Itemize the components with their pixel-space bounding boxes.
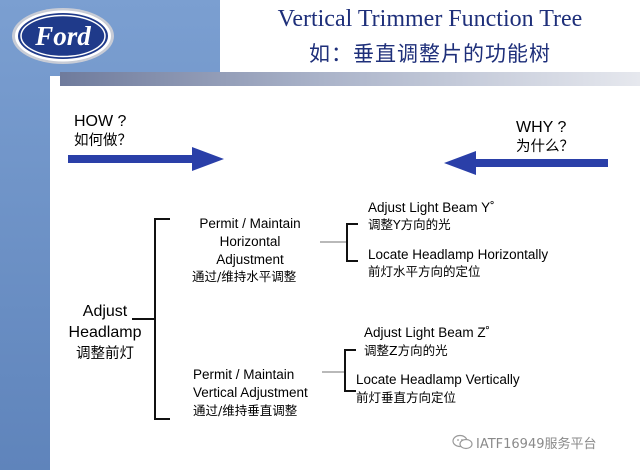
branch-vertical-cn: 通过/维持垂直调整 bbox=[193, 403, 298, 418]
branch-horizontal-en-line3: Adjustment bbox=[216, 252, 284, 267]
how-arrow-right-icon bbox=[68, 147, 224, 171]
root-bracket-top bbox=[154, 218, 170, 220]
page-title-en: Vertical Trimmer Function Tree bbox=[277, 6, 583, 32]
leaf-beam-z-en: Adjust Light Beam Z˚ bbox=[364, 325, 491, 340]
branch-horizontal-bracket-bottom bbox=[346, 260, 358, 262]
branch-horizontal-bracket-top bbox=[346, 223, 358, 225]
header-background bbox=[220, 0, 640, 76]
watermark-text: IATF16949服务平台 bbox=[476, 437, 597, 452]
root-label-cn: 调整前灯 bbox=[76, 346, 134, 362]
leaf-locate-vertical-cn: 前灯垂直方向定位 bbox=[356, 390, 457, 405]
branch-vertical-bracket-bottom bbox=[344, 390, 356, 392]
branch-vertical-bracket bbox=[344, 349, 346, 391]
root-connector bbox=[132, 318, 154, 320]
how-label-cn: 如何做？ bbox=[74, 133, 132, 149]
branch-horizontal-en-line1: Permit / Maintain bbox=[199, 216, 301, 231]
branch-vertical-en-line2: Vertical Adjustment bbox=[193, 385, 308, 400]
header-divider-bar bbox=[60, 72, 640, 86]
leaf-locate-horizontal-cn: 前灯水平方向的定位 bbox=[368, 264, 481, 279]
root-bracket-bottom bbox=[154, 418, 170, 420]
root-label-en-line1: Adjust bbox=[82, 303, 128, 320]
content-panel bbox=[50, 76, 640, 470]
branch-vertical-bracket-top bbox=[344, 349, 356, 351]
leaf-beam-y-en: Adjust Light Beam Y˚ bbox=[368, 200, 495, 215]
root-bracket-vertical bbox=[154, 218, 156, 419]
leaf-locate-horizontal-en: Locate Headlamp Horizontally bbox=[368, 247, 549, 262]
ford-logo-text: Ford bbox=[34, 21, 91, 51]
leaf-locate-vertical-en: Locate Headlamp Vertically bbox=[356, 372, 520, 387]
why-label-cn: 为什么？ bbox=[516, 139, 574, 155]
why-label-en: WHY ? bbox=[516, 119, 567, 136]
wechat-icon bbox=[452, 434, 473, 450]
root-label-en-line2: Headlamp bbox=[68, 324, 142, 341]
why-arrow-left-icon bbox=[444, 151, 608, 175]
branch-horizontal-cn: 通过/维持水平调整 bbox=[192, 269, 297, 284]
ford-logo: Ford bbox=[12, 8, 114, 64]
branch-vertical-connector bbox=[322, 371, 344, 373]
leaf-beam-z-cn: 调整Z方向的光 bbox=[364, 343, 448, 358]
page-title-cn: 如：垂直调整片的功能树 bbox=[309, 42, 551, 66]
leaf-beam-y-cn: 调整Y方向的光 bbox=[368, 217, 451, 232]
branch-horizontal-bracket bbox=[346, 223, 348, 261]
how-label-en: HOW ? bbox=[74, 113, 127, 130]
branch-vertical-en-line1: Permit / Maintain bbox=[193, 367, 295, 382]
branch-horizontal-en-line2: Horizontal bbox=[219, 234, 281, 249]
branch-horizontal-connector bbox=[320, 241, 346, 243]
